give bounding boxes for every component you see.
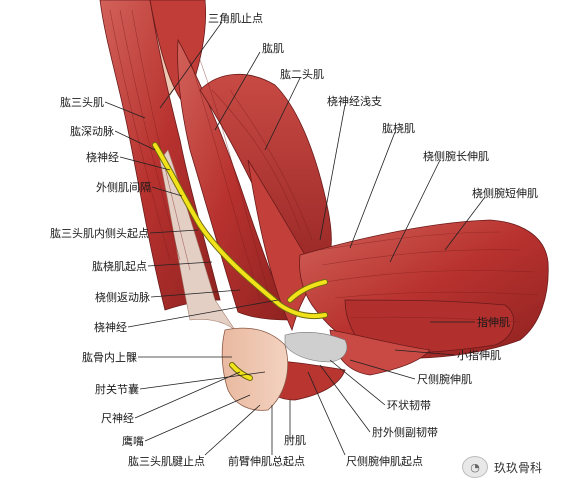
label-anconeus: 肘肌 [284, 433, 306, 447]
watermark-text: 玖玖骨科 [494, 460, 543, 475]
label-ecrb: 桡侧腕短伸肌 [472, 186, 538, 200]
label-ecu: 尺侧腕伸肌 [417, 372, 472, 386]
label-ecrl: 桡侧腕长伸肌 [423, 149, 489, 163]
label-biceps: 肱二头肌 [280, 67, 324, 81]
label-radial-nerve-lower: 桡神经 [94, 320, 127, 334]
label-extensor-digiti-minimi: 小指伸肌 [457, 348, 501, 362]
label-triceps-medial-head-origin: 肱三头肌内侧头起点 [50, 226, 149, 240]
label-brachialis: 肱肌 [262, 41, 284, 55]
radial-nerve [153, 143, 327, 319]
label-ecu-origin: 尺侧腕伸肌起点 [346, 454, 423, 468]
radial-nerve-superficial [288, 280, 327, 302]
label-annular-ligament: 环状韧带 [387, 398, 431, 412]
label-deep-brachial-artery: 肱深动脉 [70, 124, 114, 138]
label-brachioradialis-origin: 肱桡肌起点 [92, 259, 147, 273]
label-extensor-digitorum: 指伸肌 [477, 315, 510, 329]
label-triceps: 肱三头肌 [60, 95, 104, 109]
extensor-carpi-ulnaris-muscle [329, 329, 431, 376]
label-elbow-joint-capsule: 肘关节囊 [95, 382, 139, 396]
leader-lines [104, 21, 486, 456]
label-brachioradialis: 肱桡肌 [382, 121, 415, 135]
muscle-fibers [109, 9, 539, 323]
label-common-extensor-origin: 前臂伸肌总起点 [228, 454, 305, 468]
label-lateral-intermuscular-septum: 外侧肌间隔 [96, 181, 151, 194]
label-deltoid-insertion: 三角肌止点 [208, 12, 263, 25]
ulnar-nerve [230, 363, 252, 380]
label-ulnar-nerve: 尺神经 [101, 411, 134, 425]
olecranon-bone [221, 327, 289, 411]
label-medial-epicondyle: 肱骨内上髁 [82, 350, 137, 364]
watermark: ◔ 玖玖骨科 [462, 456, 542, 478]
label-radial-nerve-upper: 桡神经 [86, 150, 119, 164]
label-radial-recurrent-artery: 桡侧返动脉 [95, 290, 150, 304]
label-olecranon: 鹰嘴 [122, 434, 144, 448]
brachialis-muscle [177, 38, 291, 321]
label-radial-nerve-superficial-branch: 桡神经浅支 [327, 94, 382, 108]
label-triceps-tendon-insertion: 肱三头肌腱止点 [128, 454, 205, 468]
labels: 三角肌止点 肱肌 肱二头肌 桡神经浅支 肱三头肌 肱桡肌 肱深动脉 桡侧腕长伸肌… [50, 12, 538, 468]
label-lateral-accessory-collateral-ligament: 肘外侧副韧带 [372, 425, 438, 439]
wechat-logo-icon: ◔ [462, 456, 488, 478]
joint-capsule [284, 331, 348, 363]
